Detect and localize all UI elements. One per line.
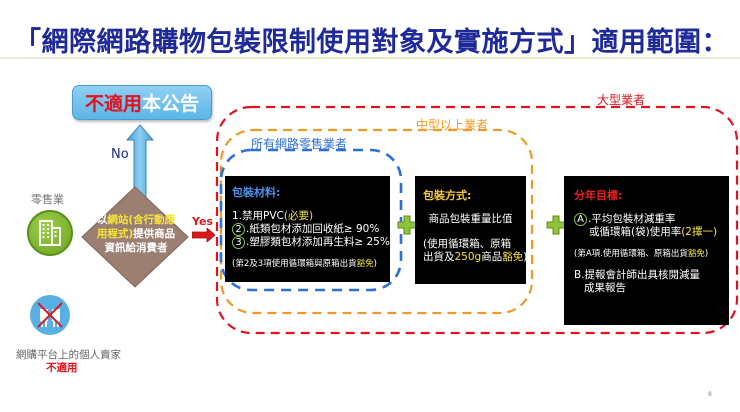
large-group-outline bbox=[215, 105, 739, 335]
materials-heading: 包裝材料: bbox=[232, 186, 281, 199]
not-applicable-box: 不適用本公告 bbox=[72, 85, 212, 120]
materials-item-1: 1.禁用PVC(必要) bbox=[232, 210, 314, 222]
right-arrow-icon bbox=[192, 228, 216, 242]
title-divider bbox=[0, 57, 740, 59]
targets-box: 分年目標: A.平均包裝材減重率 或循環箱(袋)使用率(2擇一) (第A項.使用… bbox=[564, 176, 729, 325]
all-group-outline bbox=[219, 148, 403, 292]
individual-seller-status: 不適用 bbox=[46, 362, 78, 374]
materials-item-3: 3.塑膠類包材添加再生料≥ 25% bbox=[232, 236, 390, 249]
no-label: No bbox=[111, 147, 129, 162]
page-number: 8 bbox=[708, 391, 712, 398]
materials-box: 包裝材料: 1.禁用PVC(必要) 2.紙類包材添加回收紙≥ 90% 3.塑膠類… bbox=[225, 176, 390, 282]
plus-icon bbox=[546, 215, 566, 235]
targets-item-b-line-2: 成果報告 bbox=[584, 282, 626, 294]
yes-label: Yes bbox=[192, 215, 213, 228]
retail-label: 零售業 bbox=[31, 193, 64, 206]
building-icon bbox=[27, 210, 73, 256]
method-heading: 包裝方式: bbox=[423, 189, 472, 202]
no-seller-icon bbox=[30, 295, 70, 335]
individual-seller-label: 網購平台上的個人賣家 bbox=[16, 349, 121, 361]
materials-note: (第2及3項使用循環箱與原箱出貨豁免) bbox=[232, 259, 377, 269]
method-line-3: 出貨及250g商品豁免) bbox=[423, 251, 528, 263]
targets-item-a-line-1: A.平均包裝材減重率 bbox=[574, 213, 719, 226]
decision-diamond bbox=[81, 186, 189, 288]
all-group-label: 所有網路零售業者 bbox=[251, 137, 348, 151]
plus-icon bbox=[397, 215, 417, 235]
not-applicable-white-text: 本公告 bbox=[142, 93, 200, 115]
targets-heading: 分年目標: bbox=[574, 189, 623, 202]
page-title: 「網際網路購物包裝限制使用對象及實施方式」適用範圍： bbox=[14, 27, 729, 58]
method-box: 包裝方式: 商品包裝重量比值 (使用循環箱、原箱 出貨及250g商品豁免) bbox=[415, 176, 528, 284]
targets-note: (第A項.使用循環箱、原箱出貨豁免) bbox=[574, 249, 709, 259]
decision-text: 以網站(含行動應 用程式)提供商品 資訊給消費者 bbox=[96, 214, 176, 254]
not-applicable-red-text: 不適用 bbox=[84, 93, 142, 115]
large-group-label: 大型業者 bbox=[597, 93, 646, 107]
medium-group-outline bbox=[219, 128, 534, 315]
targets-item-b-line-1: B.提報會計師出具核閱減量 bbox=[574, 269, 701, 281]
method-line-2: (使用循環箱、原箱 bbox=[423, 238, 512, 250]
medium-group-label: 中型以上業者 bbox=[416, 118, 489, 132]
materials-item-2: 2.紙類包材添加回收紙≥ 90% bbox=[232, 223, 383, 236]
targets-item-a-line-2: 或循環箱(袋)使用率(2擇一) bbox=[589, 226, 718, 238]
method-line-1: 商品包裝重量比值 bbox=[428, 213, 513, 225]
